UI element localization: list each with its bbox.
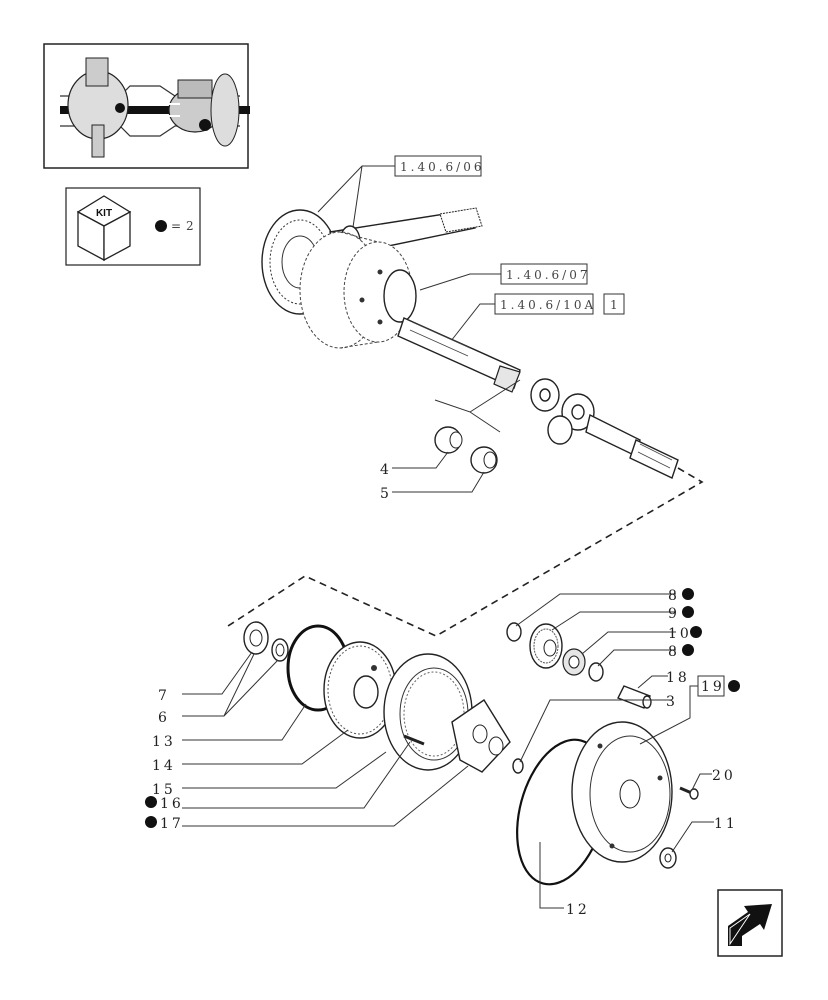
plate-17 [451, 699, 511, 773]
callout-8-lower[interactable]: 8 [668, 644, 680, 660]
callout-19-label: 19 [701, 679, 725, 695]
callout-17[interactable]: 17 [160, 816, 184, 832]
callout-7[interactable]: 7 [158, 688, 170, 704]
callout-10[interactable]: 10 [668, 626, 692, 642]
spacer-3 [512, 758, 524, 774]
callout-14[interactable]: 14 [152, 758, 176, 774]
differential-housing [299, 231, 417, 349]
kit-dot-icon [690, 626, 702, 638]
kit-equals: = [171, 219, 184, 233]
callout-11[interactable]: 11 [714, 816, 738, 832]
washer-7 [243, 621, 269, 655]
kit-legend: KIT = 2 [65, 187, 201, 266]
kit-label: KIT [96, 208, 112, 219]
reference-1-40-6-07[interactable]: 1.40.6/07 [500, 263, 590, 285]
reference-label: 1.40.6/07 [506, 268, 590, 282]
needle-bearing-10 [562, 648, 586, 676]
callout-19[interactable]: 19 [697, 675, 725, 697]
planetary-cover [571, 721, 673, 863]
previous-page-button[interactable] [717, 889, 783, 957]
callout-6[interactable]: 6 [158, 710, 170, 726]
kit-dot-icon [682, 588, 694, 600]
bushing-4 [434, 426, 463, 454]
axle-shaft [397, 317, 521, 393]
kit-dot-icon [728, 680, 740, 692]
callout-9[interactable]: 9 [668, 606, 680, 622]
callout-20[interactable]: 20 [712, 768, 736, 784]
kit-count: 2 [186, 219, 197, 233]
callout-4[interactable]: 4 [380, 462, 392, 478]
arrow-back-icon [728, 904, 772, 946]
kit-cube-icon [76, 195, 132, 262]
assembly-connection-line [227, 467, 704, 637]
ring-6 [271, 638, 289, 662]
callout-16[interactable]: 16 [160, 796, 184, 812]
kit-dot-icon [155, 220, 167, 232]
kit-dot-icon [682, 644, 694, 656]
kit-dot-icon [145, 816, 157, 828]
callout-5[interactable]: 5 [380, 486, 392, 502]
kit-dot-icon [145, 796, 157, 808]
callout-15[interactable]: 15 [152, 782, 176, 798]
callout-12[interactable]: 12 [566, 902, 590, 918]
bushing-5 [470, 446, 498, 474]
reference-label: 1.40.6/10A [500, 298, 596, 312]
pin-18 [617, 685, 652, 709]
callout-18[interactable]: 18 [666, 670, 690, 686]
kit-dot-icon [682, 606, 694, 618]
washer-8a [506, 622, 522, 642]
washer-8b [588, 662, 604, 682]
pinion-gear-9 [529, 623, 563, 669]
reference-label: 1 [610, 298, 621, 312]
callout-3[interactable]: 3 [666, 694, 678, 710]
plug-11 [659, 847, 677, 869]
callout-8-upper[interactable]: 8 [668, 588, 680, 604]
screw-20 [679, 786, 699, 800]
reference-1-40-6-10a[interactable]: 1.40.6/10A [494, 293, 596, 315]
reference-label: 1.40.6/06 [400, 160, 484, 174]
reference-1-40-6-06[interactable]: 1.40.6/06 [394, 155, 484, 177]
pin-16 [403, 734, 425, 746]
reference-box-1[interactable]: 1 [603, 293, 625, 315]
callout-13[interactable]: 13 [152, 734, 176, 750]
universal-joint [530, 378, 679, 479]
axle-thumbnail[interactable] [43, 43, 250, 169]
